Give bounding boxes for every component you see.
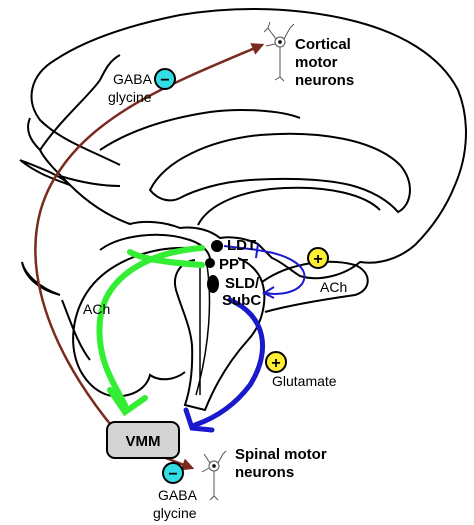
gaba-bottom-label-2: glycine: [153, 505, 197, 521]
ach-pathway: [96, 245, 205, 417]
svg-text:−: −: [160, 72, 169, 89]
cortical-label-2: motor: [295, 54, 338, 71]
vmm-label: VMM: [126, 433, 161, 450]
sld-label-2: SubC: [222, 292, 261, 309]
minus-icon: −: [154, 68, 176, 90]
vmm-box: [106, 421, 180, 459]
cortical-label-1: Cortical: [295, 36, 351, 53]
sld-nucleus: [207, 275, 219, 293]
gaba-top-label-2: glycine: [108, 89, 152, 105]
neuron-icon: [263, 21, 295, 82]
ldt-connector: [223, 245, 259, 251]
ach-left-label: ACh: [83, 301, 110, 317]
glutamate-pathway: [183, 297, 266, 433]
svg-text:+: +: [313, 251, 322, 268]
corpus-callosum-inner: [197, 186, 381, 226]
temporal-lobe: [99, 233, 212, 266]
plus-icon: +: [265, 351, 287, 373]
gaba-bottom-label-1: GABA: [158, 487, 198, 503]
brainstem-outline: [174, 257, 266, 412]
svg-text:−: −: [168, 466, 177, 483]
sulcus-line: [59, 175, 121, 187]
svg-text:+: +: [271, 355, 280, 372]
sulcus-line: [99, 109, 301, 151]
ach-right-label: ACh: [320, 279, 347, 295]
cerebrum-outline: [27, 7, 467, 280]
spinal-label-2: neurons: [235, 464, 294, 481]
plus-icon: +: [307, 247, 329, 269]
inhibitory-arrow-cortex: [34, 43, 265, 431]
cortical-label-3: neurons: [295, 72, 354, 89]
sld-label-1: SLD/: [225, 275, 260, 292]
ppt-label: PPT: [219, 256, 248, 273]
gaba-top-label-1: GABA: [113, 71, 153, 87]
spinal-label-1: Spinal motor: [235, 446, 327, 463]
glutamate-label: Glutamate: [272, 373, 337, 389]
minus-icon: −: [162, 462, 184, 484]
ppt-nucleus: [205, 258, 215, 268]
sulcus-line: [19, 159, 71, 186]
cerebellum: [72, 246, 191, 398]
sulcus-line: [39, 54, 121, 151]
ldt-nucleus: [211, 240, 223, 252]
cerebellum-fold: [21, 261, 91, 361]
ach-feedback-loop: [255, 243, 306, 299]
neuron-icon: [201, 450, 227, 501]
ldt-label: LDT: [227, 237, 256, 254]
pons: [261, 260, 369, 313]
corpus-callosum: [148, 132, 411, 214]
brainstem-inner: [195, 264, 211, 396]
